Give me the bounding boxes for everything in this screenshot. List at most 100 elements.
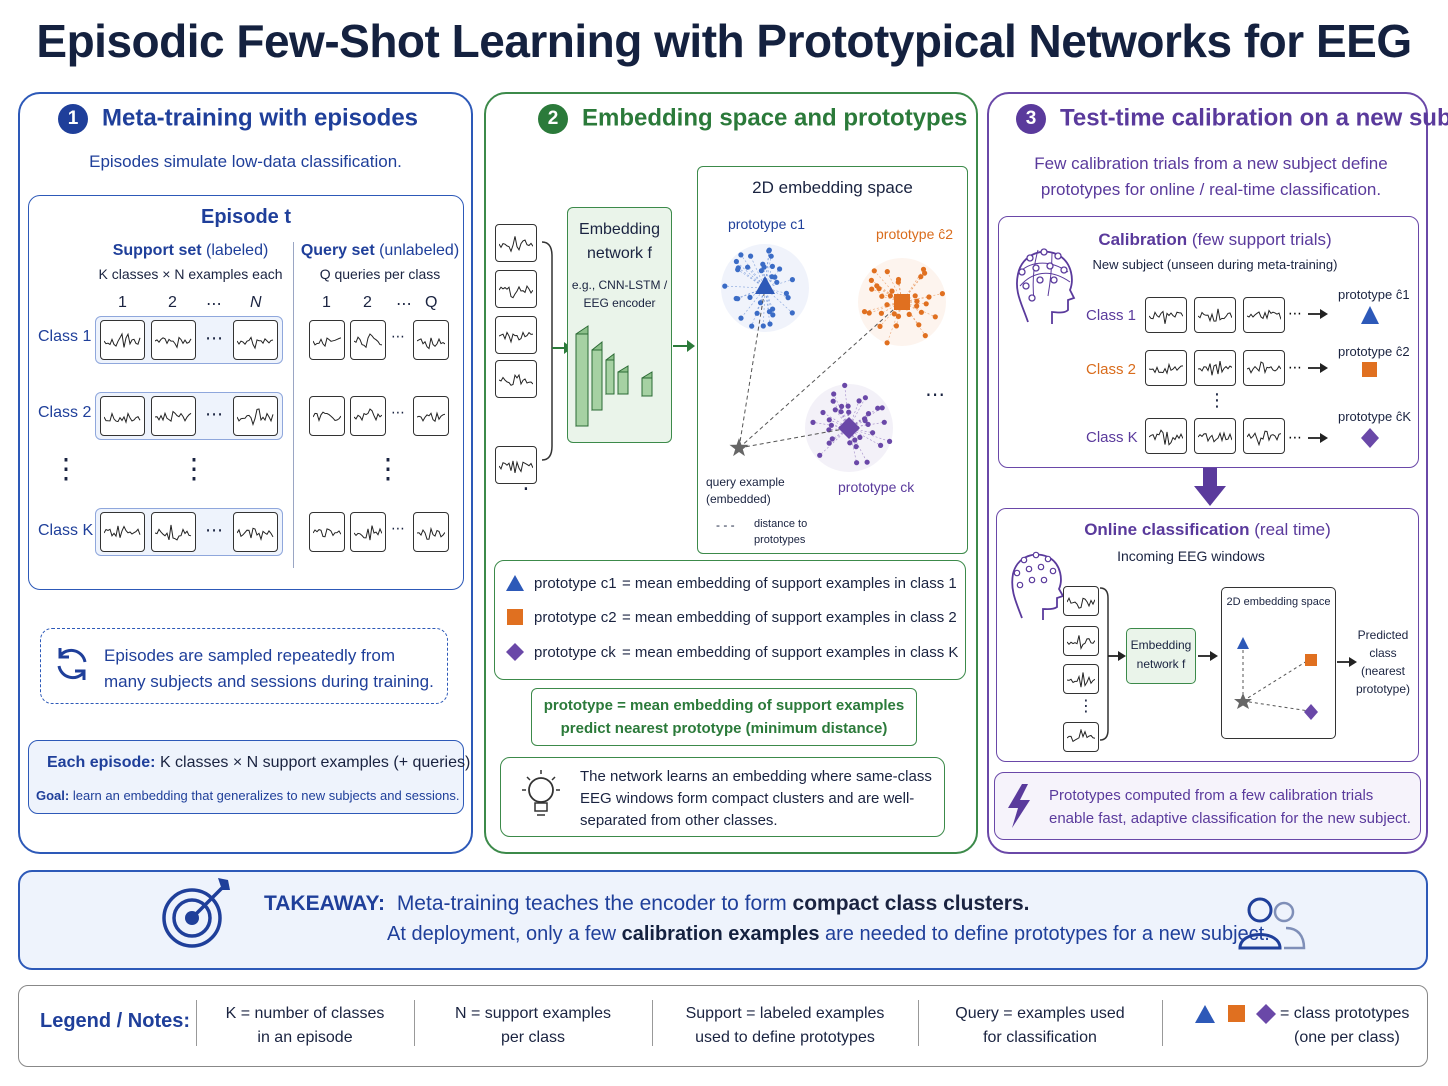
predicted-class-label: Predicted class (nearest prototype) (1355, 628, 1411, 696)
eeg-wave-icon (1247, 430, 1281, 446)
takeaway-line-1: TAKEAWAY: Meta-training teaches the enco… (264, 892, 1030, 916)
input-eeg-window (495, 270, 537, 308)
panel3-note-text: Prototypes computed from a few calibrati… (1049, 787, 1411, 827)
class-k-cluster-point (857, 434, 863, 440)
panel2-title: Embedding space and prototypes (582, 104, 968, 132)
def-2-lhs: prototype c2 (534, 609, 617, 626)
takeaway-line2-a: At deployment, only a few (387, 923, 622, 945)
class-1-cluster-point (770, 312, 776, 318)
online-space-box (1221, 587, 1336, 739)
class-k-cluster-point (830, 398, 836, 404)
sampled-note-box (40, 628, 448, 704)
online-mini-scatter (1234, 637, 1318, 720)
eeg-wave-icon (1067, 635, 1095, 651)
class-2-cluster-point (918, 309, 924, 315)
query-set-sub: Q queries per class (319, 266, 441, 282)
legend-k-line1: K = number of classes (225, 1005, 385, 1022)
takeaway-line2-b: calibration examples (621, 923, 820, 945)
class-2-cluster-point (923, 301, 929, 307)
calib-proto-k-label: prototype ĉK (1338, 409, 1411, 424)
legend-protos-line2: (one per class) (1294, 1029, 1400, 1046)
class-k-cluster-point (865, 411, 872, 417)
goal-text: learn an embedding that generalizes to n… (72, 788, 460, 803)
eeg-cap-head-icon (1016, 248, 1076, 324)
each-episode-text: K classes × N support examples (+ querie… (159, 754, 471, 771)
support-eeg-window (151, 320, 196, 360)
class-2-cluster-point (916, 322, 922, 328)
eeg-wave-icon (499, 373, 533, 386)
legend-protos-line1: = class prototypes (1280, 1005, 1410, 1022)
eeg-wave-icon (104, 411, 141, 424)
calibration-eeg-window (1194, 297, 1236, 333)
episode-title: Episode t (200, 206, 291, 228)
online-net-box (1126, 628, 1196, 684)
query-eeg-window (350, 396, 386, 436)
online-classification-box (996, 508, 1419, 762)
net-to-space-arrow (673, 340, 695, 352)
online-space-label: 2D embedding space (1226, 596, 1331, 608)
calibration-eeg-window (1145, 418, 1187, 454)
query-col-dots: ⋯ (396, 296, 412, 313)
eeg-wave-icon (1067, 597, 1095, 609)
calib-class-2-label: Class 2 (1086, 361, 1137, 378)
class-1-cluster-point (735, 296, 741, 302)
input-eeg-window (495, 360, 537, 398)
class-k-cluster-point (810, 419, 816, 425)
input-eeg-window (495, 446, 537, 484)
svg-text:⋯: ⋯ (1288, 430, 1302, 446)
class-2-cluster-point (866, 310, 872, 316)
query-eeg-window (350, 512, 386, 552)
cnn-layers-icon (575, 325, 653, 427)
takeaway-line1-a: Meta-training teaches the encoder to for… (396, 892, 793, 915)
class-2-cluster-point (914, 298, 920, 304)
support-vdots: ⋮ (180, 453, 208, 484)
class-k-cluster-point (852, 437, 858, 443)
class-k-cluster-point (826, 417, 832, 423)
class-1-cluster-point (747, 294, 753, 300)
takeaway-line-2: At deployment, only a few calibration ex… (387, 923, 1270, 946)
support-set-title: Support set (112, 242, 202, 259)
support-query-divider (293, 242, 294, 568)
class-k-cluster-point (870, 430, 876, 436)
query-vdots: ⋮ (374, 453, 402, 484)
query-row-ellipsis: ⋯ (391, 404, 405, 420)
eeg-wave-icon (237, 336, 274, 350)
class-1-cluster-point (777, 266, 783, 272)
class-1-cluster-point (767, 321, 773, 327)
calib-vdots: ⋮ (1208, 390, 1226, 410)
calib-class-k-label: Class K (1086, 429, 1138, 446)
eeg-wave-icon (237, 408, 274, 426)
online-eeg-window (1063, 722, 1099, 752)
class-2-cluster-point (932, 314, 938, 320)
class-1-cluster-point (785, 295, 791, 301)
eeg-wave-icon (155, 524, 192, 541)
calibration-eeg-window (1243, 418, 1285, 454)
each-episode-line: Each episode: K classes × N support exam… (47, 754, 470, 772)
query-row-ellipsis: ⋯ (391, 328, 405, 344)
goal-line: Goal: learn an embedding that generalize… (36, 788, 460, 803)
query-row-ellipsis: ⋯ (391, 520, 405, 536)
def-1-lhs: prototype c1 (534, 575, 617, 592)
eeg-cap-head-icon-2 (1011, 551, 1065, 620)
class-k-label: Class K (38, 522, 94, 539)
class-2-cluster-point (877, 323, 883, 329)
goal-label: Goal: (36, 788, 70, 803)
calib-arrows-and-protos: ⋯ ⋯ ⋯ (1288, 306, 1379, 448)
panel3-title: Test-time calibration on a new subject (1060, 104, 1448, 132)
def-2-rhs: = mean embedding of support examples in … (622, 609, 957, 626)
takeaway-line2-c: are needed to define prototypes for a ne… (819, 923, 1270, 945)
query-eeg-window (350, 320, 386, 360)
predicted-arrow (1337, 657, 1357, 667)
support-eeg-window (100, 512, 145, 552)
support-col-n: N (250, 294, 262, 311)
online-eeg-window (1063, 586, 1099, 616)
legend-divider-1 (196, 1000, 197, 1046)
embedding-network-title: Embedding network f (579, 221, 660, 262)
triangle-icon (506, 575, 524, 591)
support-eeg-window (100, 396, 145, 436)
calibration-header: Calibration (few support trials) (1060, 230, 1370, 250)
distance-line-2 (738, 301, 903, 449)
